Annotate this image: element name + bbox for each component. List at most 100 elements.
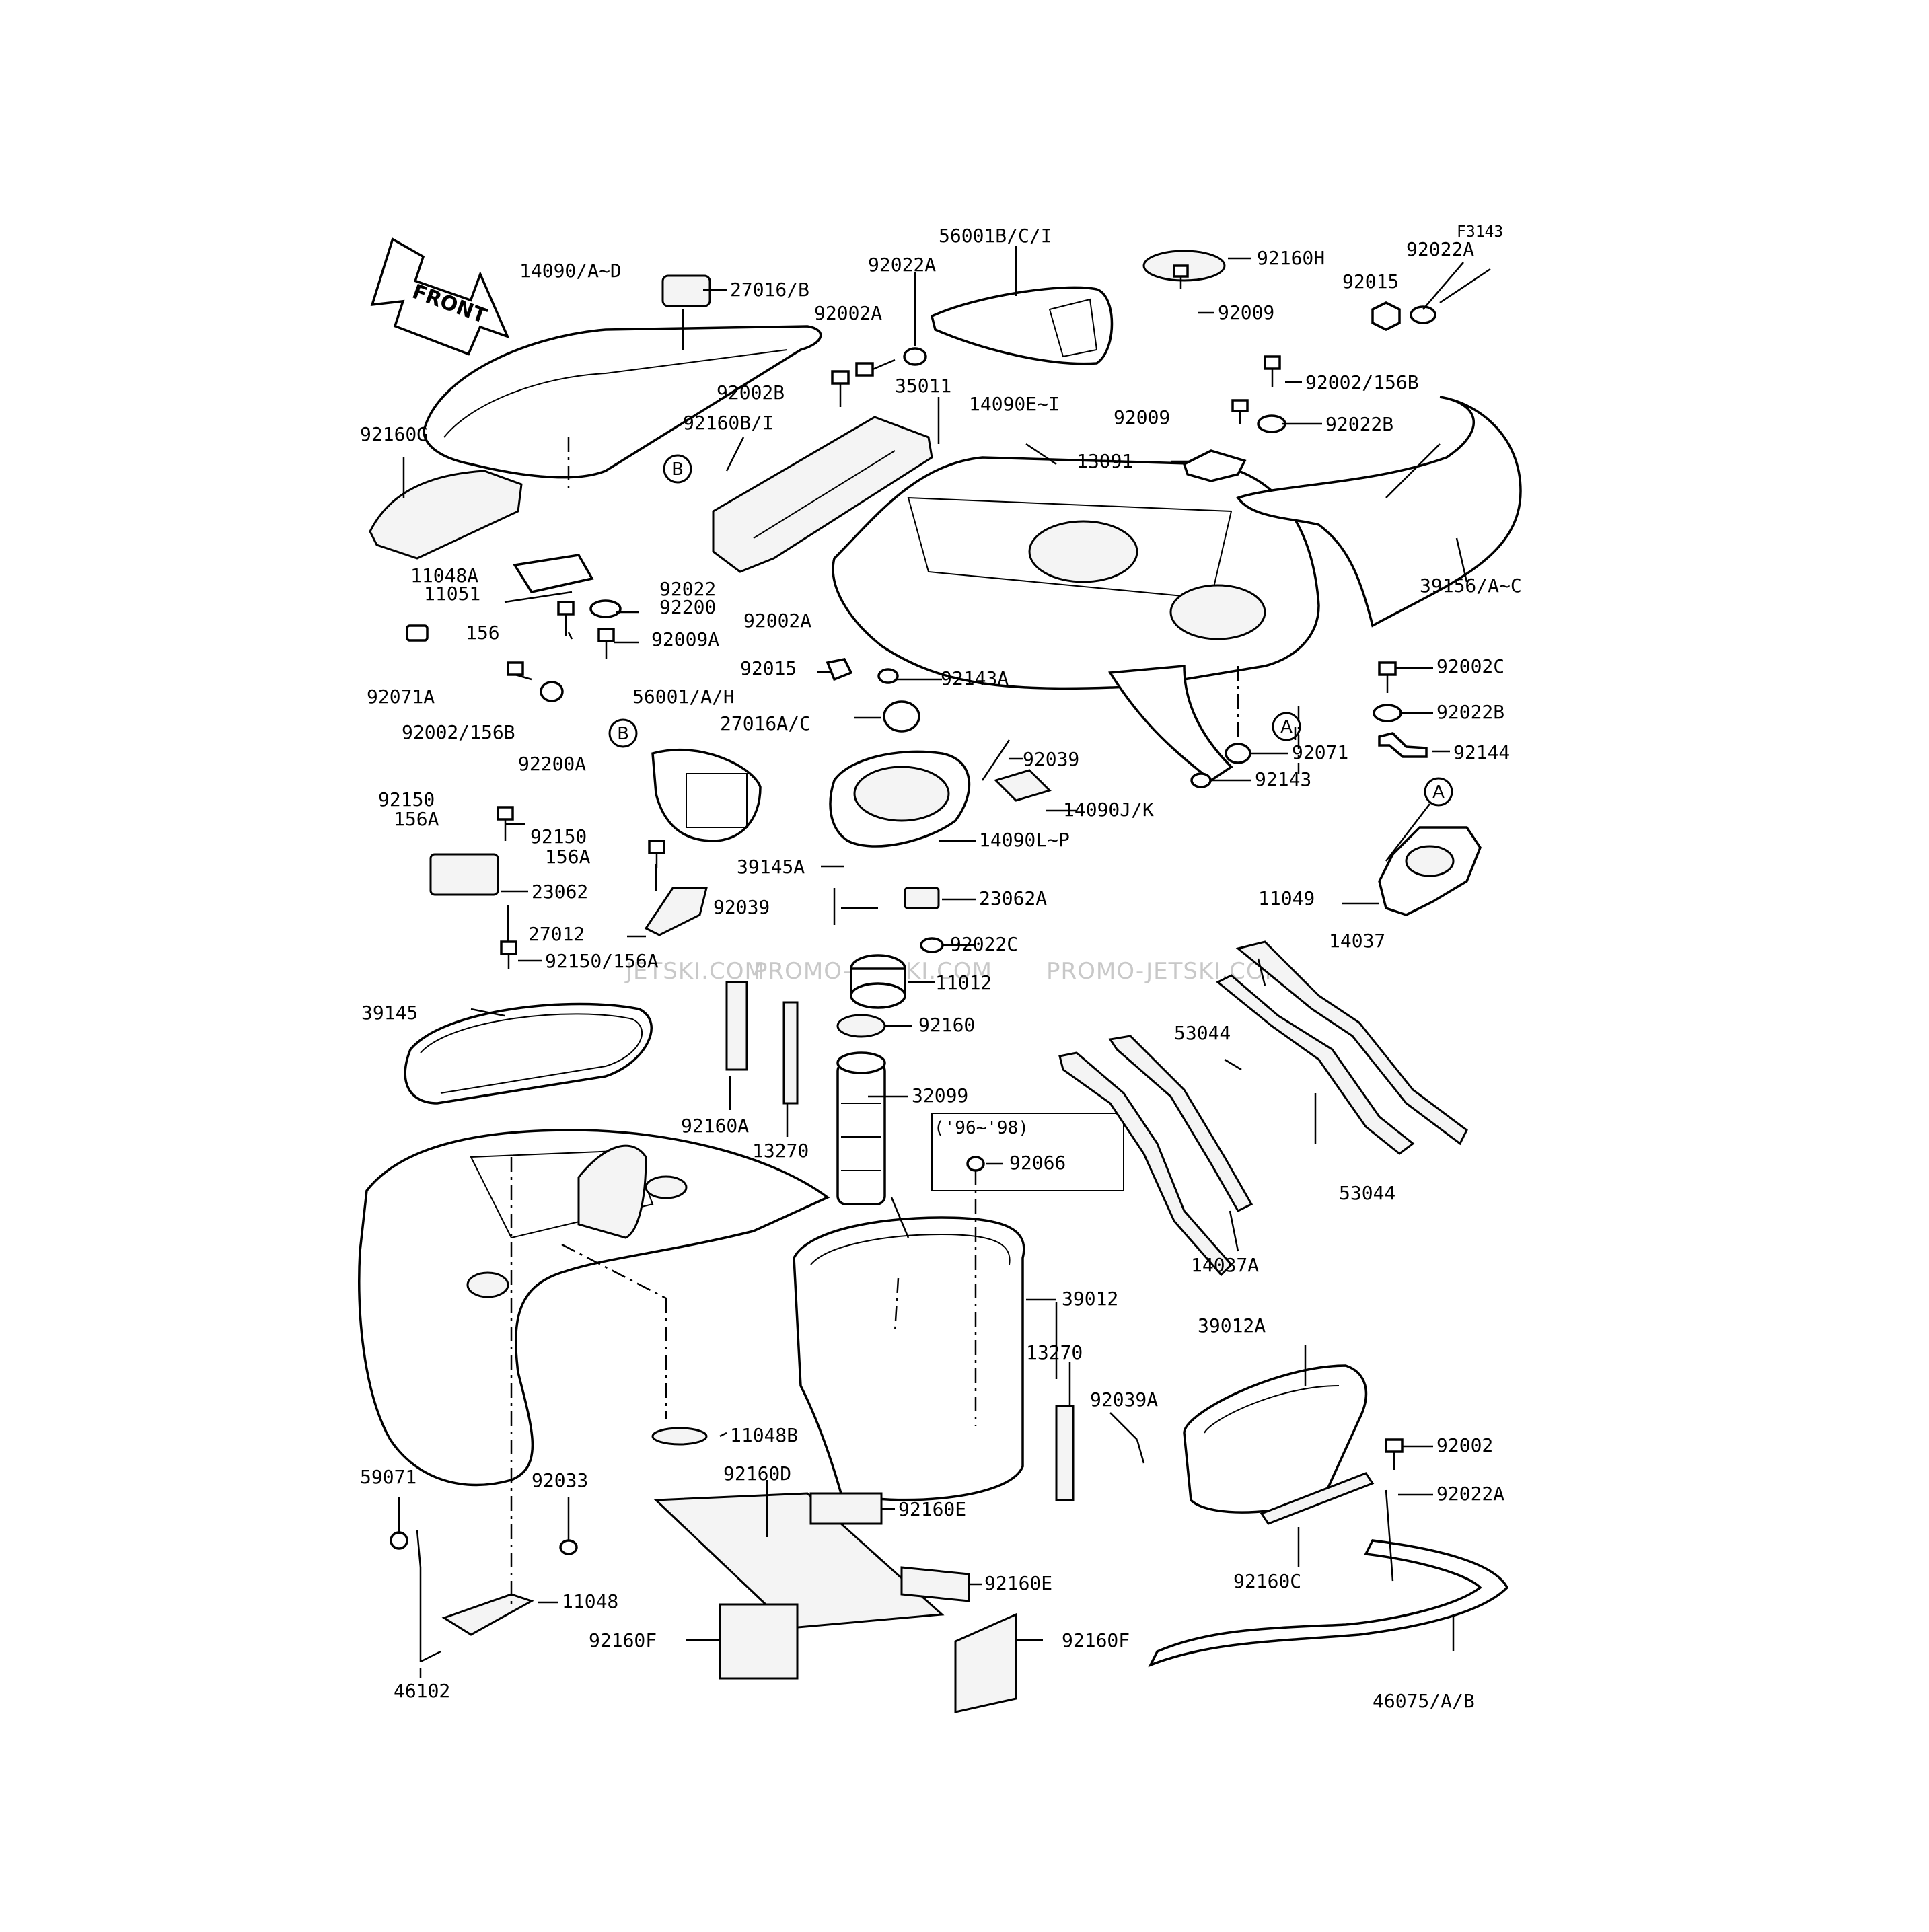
year-note-box (931, 1113, 1124, 1191)
part-label: 92160E (898, 1498, 966, 1520)
part-label: 39145 (361, 1002, 418, 1024)
handle-part (1148, 1539, 1509, 1668)
part-label: 92002 (1436, 1434, 1493, 1456)
part-label: 92039 (713, 896, 770, 918)
part-label: 92150 (530, 825, 587, 848)
svg-text:A: A (1280, 717, 1293, 737)
part-label: 92002/156B (402, 721, 515, 743)
latch-part (661, 274, 711, 307)
part-label: 92033 (532, 1469, 588, 1491)
part-label: 92002A (814, 302, 882, 324)
part-label: 92160A (681, 1115, 749, 1137)
part-label: 92015 (740, 657, 797, 679)
cap-part (883, 700, 920, 733)
part-label: 27012 (528, 923, 585, 945)
part-label: 14090/A~D (519, 260, 622, 282)
sheet-part (719, 1603, 799, 1680)
sheet-part (954, 1612, 1017, 1713)
part-label: 35011 (895, 375, 951, 397)
part-label: 14090L~P (979, 829, 1070, 851)
part-label: 27016/B (730, 278, 809, 301)
part-label: 14090E~I (969, 393, 1060, 415)
part-label: 92066 (1009, 1152, 1066, 1174)
washer-part (903, 347, 927, 366)
watermark-text: PROMO-JETSKI.COM (1046, 958, 1285, 985)
part-label: 56001B/C/I (939, 225, 1052, 247)
part-label: 92022 (659, 578, 716, 600)
hood-part (423, 325, 822, 479)
callout-b-marker: B (608, 718, 638, 748)
front-arrow-icon: FRONT (370, 237, 510, 356)
part-label: 92160G (360, 423, 428, 445)
hull-part (358, 1129, 830, 1487)
part-label: 92022A (1436, 1483, 1504, 1505)
sheet-part (653, 1492, 945, 1629)
gasket-part (404, 1002, 653, 1105)
part-label: 92071A (367, 685, 435, 708)
part-label: 92009 (1114, 406, 1170, 429)
part-label: 13270 (1026, 1341, 1083, 1364)
nut-part (1371, 301, 1401, 331)
part-label: 92039 (1023, 748, 1079, 770)
part-label: 92022A (1406, 238, 1474, 260)
latch-part (644, 887, 708, 936)
part-label: 92015 (1342, 270, 1399, 293)
part-label: 11048A (410, 564, 478, 587)
part-label: 13091 (1077, 450, 1133, 472)
part-label: 156A (545, 846, 591, 868)
cover-part (369, 470, 523, 560)
part-label: 11051 (424, 583, 480, 605)
part-label: 92071 (1292, 741, 1348, 764)
part-label: 92160C (1233, 1570, 1301, 1592)
part-label: 11048B (730, 1424, 798, 1446)
mirror-part (930, 286, 1114, 365)
part-label: 92022C (950, 933, 1018, 955)
part-label: 14090J/K (1063, 798, 1154, 821)
part-label: 39012A (1198, 1314, 1266, 1337)
svg-text:A: A (1432, 782, 1445, 803)
part-label: 92160F (1062, 1629, 1130, 1651)
part-label: 39156/A~C (1420, 574, 1522, 597)
part-label: 14037 (1329, 930, 1385, 952)
bracket-part (1182, 449, 1247, 482)
part-label: 39145A (737, 856, 805, 878)
part-label: 92002C (1436, 655, 1504, 677)
part-label: 156A (394, 808, 439, 830)
part-label: 92009A (651, 628, 719, 651)
washer-part (1257, 414, 1286, 433)
rail-part (1235, 940, 1468, 1146)
mirror-part (651, 748, 762, 842)
tray-part (793, 1216, 1025, 1501)
part-label: 156 (466, 622, 500, 644)
part-label: 11012 (935, 971, 992, 994)
rail-part (1108, 1035, 1253, 1212)
bolt-part (497, 264, 1404, 1470)
part-label: 39012 (1062, 1288, 1118, 1310)
svg-text:B: B (671, 459, 684, 480)
part-label: 92002A (743, 609, 811, 632)
part-label: 92160B/I (683, 412, 774, 434)
part-label: 46075/A/B (1373, 1690, 1475, 1712)
part-label: 92002/156B (1305, 371, 1419, 394)
leader-lines (398, 246, 1491, 1678)
callout-b-marker: B (663, 454, 692, 484)
svg-text:B: B (617, 724, 629, 744)
part-label: 27016A/C (720, 712, 811, 735)
part-label: 56001/A/H (632, 685, 735, 708)
part-label: 92160 (918, 1014, 975, 1036)
part-label: 92009 (1218, 301, 1274, 324)
part-label: 92160F (589, 1629, 657, 1651)
part-label: 53044 (1339, 1182, 1395, 1204)
part-label: 11049 (1258, 887, 1315, 909)
year-note: ('96~'98) (934, 1118, 1029, 1138)
part-label: 92160D (723, 1462, 791, 1485)
part-label: 92002B (717, 381, 785, 404)
part-label: 11048 (562, 1590, 618, 1612)
part-label: 92143 (1255, 768, 1311, 790)
strip-part (712, 416, 933, 573)
part-label: 23062 (532, 881, 588, 903)
part-label: 92039A (1090, 1388, 1158, 1411)
part-label: 92200 (659, 596, 716, 618)
cowl-part (1236, 396, 1522, 628)
